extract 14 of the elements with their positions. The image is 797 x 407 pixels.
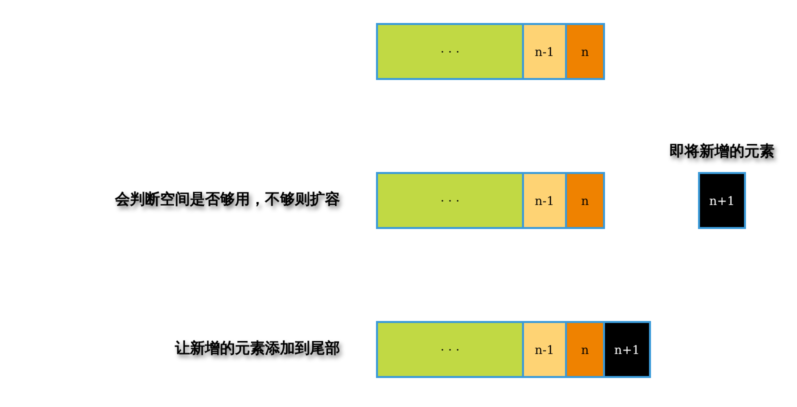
array-cell: · · · bbox=[376, 321, 524, 378]
array-cell: · · · bbox=[376, 23, 524, 80]
new-element-cell: n+1 bbox=[698, 172, 746, 229]
annotation-text: 让新增的元素添加到尾部 bbox=[175, 339, 340, 358]
array-cell: n-1 bbox=[522, 23, 567, 80]
array-cell: n bbox=[565, 321, 605, 378]
array-cell: · · · bbox=[376, 172, 524, 229]
new-element-cell: n+1 bbox=[603, 321, 651, 378]
array-cell: n bbox=[565, 172, 605, 229]
array-cell: n-1 bbox=[522, 172, 567, 229]
annotation-text: 会判断空间是否够用，不够则扩容 bbox=[115, 190, 340, 209]
node-label: 即将新增的元素 bbox=[670, 142, 774, 161]
array-cell: n bbox=[565, 23, 605, 80]
array-cell: n-1 bbox=[522, 321, 567, 378]
